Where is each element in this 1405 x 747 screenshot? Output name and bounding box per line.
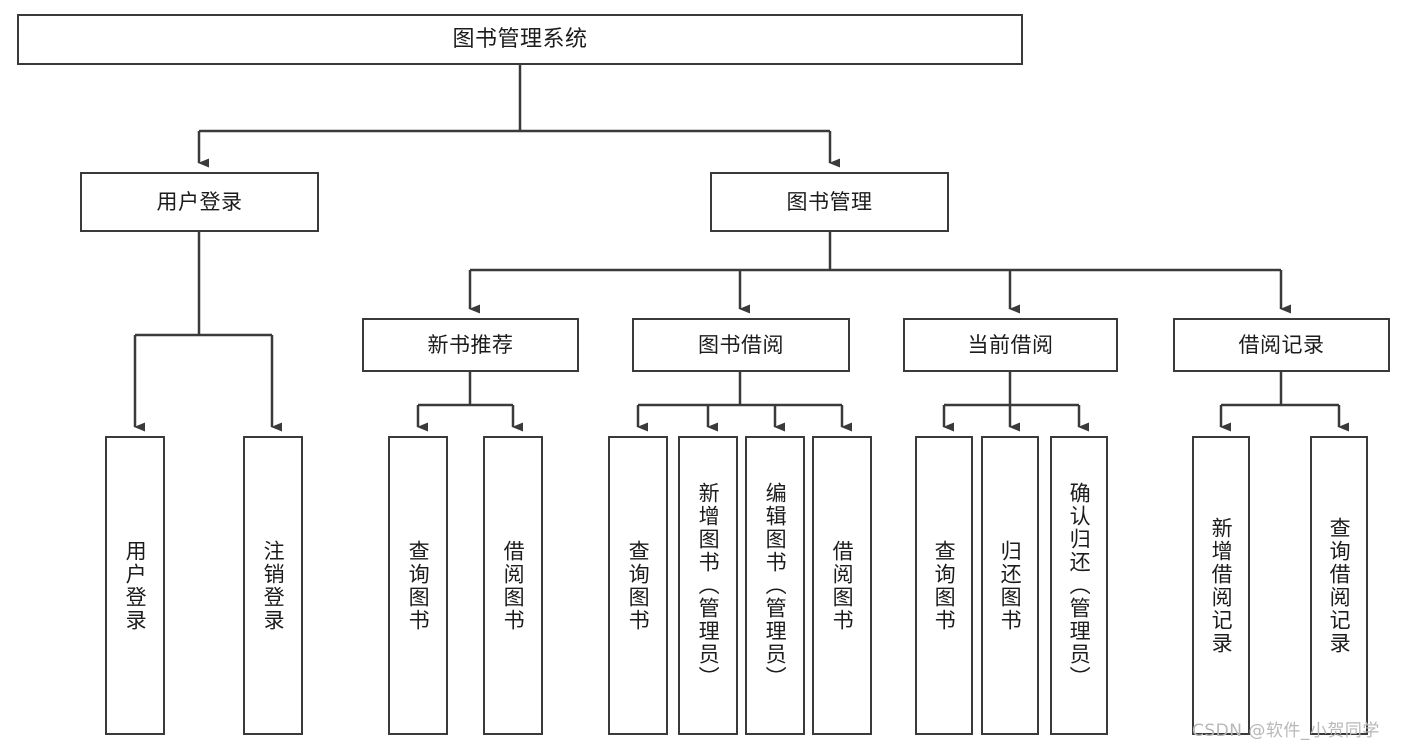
- node-borrowing-records[interactable]: 借阅记录: [1173, 318, 1390, 372]
- node-book-management[interactable]: 图书管理: [710, 172, 949, 232]
- leaf-borrow-books[interactable]: 借阅图书: [812, 436, 872, 735]
- leaf-query-books-newbook[interactable]: 查询图书: [388, 436, 448, 735]
- leaf-confirm-return-admin[interactable]: 确认归还（管理员）: [1050, 436, 1108, 735]
- leaf-borrow-books-newbook[interactable]: 借阅图书: [483, 436, 543, 735]
- leaf-add-book-admin[interactable]: 新增图书（管理员）: [678, 436, 738, 735]
- node-book-borrowing[interactable]: 图书借阅: [632, 318, 850, 372]
- leaf-add-borrow-record[interactable]: 新增借阅记录: [1192, 436, 1250, 735]
- leaf-edit-book-admin[interactable]: 编辑图书（管理员）: [745, 436, 805, 735]
- node-new-book-recommendation[interactable]: 新书推荐: [362, 318, 579, 372]
- leaf-user-login[interactable]: 用户登录: [105, 436, 165, 735]
- csdn-watermark: CSDN @软件_小贺同学: [1192, 721, 1380, 741]
- leaf-query-borrow-record[interactable]: 查询借阅记录: [1310, 436, 1368, 735]
- leaf-query-books-borrow[interactable]: 查询图书: [608, 436, 668, 735]
- node-current-borrowing[interactable]: 当前借阅: [903, 318, 1118, 372]
- leaf-logout[interactable]: 注销登录: [243, 436, 303, 735]
- leaf-return-books[interactable]: 归还图书: [981, 436, 1039, 735]
- node-root-book-management-system[interactable]: 图书管理系统: [17, 14, 1023, 65]
- node-user-login[interactable]: 用户登录: [80, 172, 319, 232]
- leaf-query-books-current[interactable]: 查询图书: [915, 436, 973, 735]
